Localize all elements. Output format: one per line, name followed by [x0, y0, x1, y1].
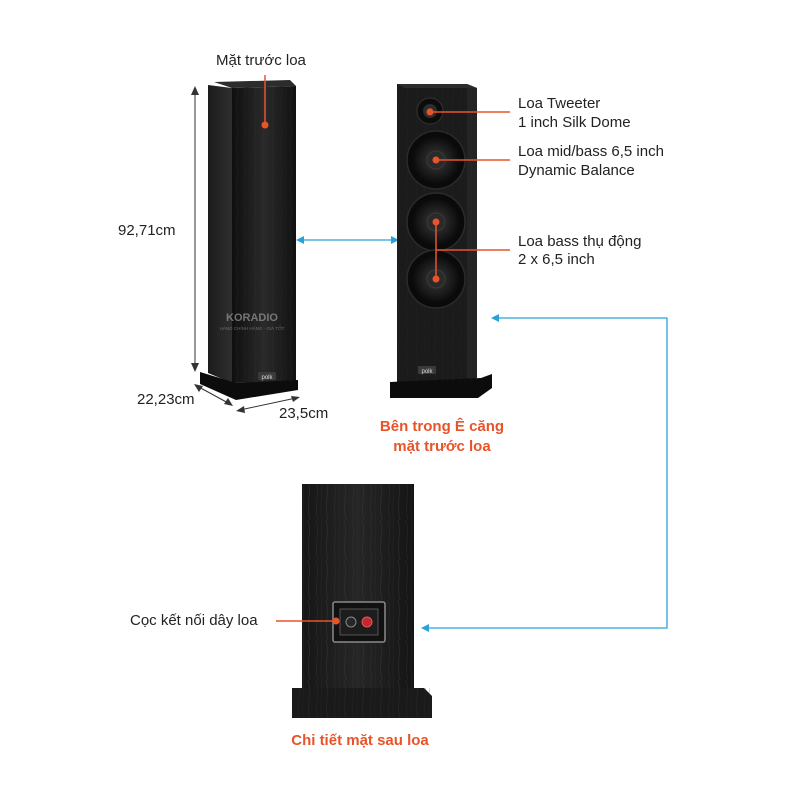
midbass-label-line2: Dynamic Balance: [518, 162, 635, 179]
brand-badge-box: [418, 366, 436, 374]
callout-tweeter: [426, 108, 510, 116]
inner-caption-line2: mặt trước loa: [393, 438, 491, 455]
dimension-height-arrow: [191, 86, 199, 372]
dimension-depth-arrow: [194, 384, 233, 406]
terminal-label: Cọc kết nối dây loa: [130, 612, 258, 629]
connector-front-to-inner: [296, 236, 399, 244]
grain-texture: [232, 88, 296, 382]
callout-passive: [432, 218, 510, 283]
depth-dimension-label: 22,23cm: [137, 391, 195, 408]
speaker-rear: [276, 484, 432, 718]
dimension-width-arrow: [236, 396, 300, 413]
tweeter-label-line1: Loa Tweeter: [518, 95, 601, 112]
front-cover-label: Mặt trước loa: [216, 52, 306, 69]
width-dimension-label: 23,5cm: [279, 405, 329, 422]
speaker-front-drivers: polk: [390, 84, 510, 398]
passive-label-line1: Loa bass thụ động: [518, 233, 642, 250]
passive-label-line2: 2 x 6,5 inch: [518, 251, 595, 268]
brand-badge: polk: [261, 375, 273, 381]
cabinet-side: [208, 85, 232, 383]
callout-midbass: [432, 156, 510, 164]
callout-terminal: [276, 617, 340, 625]
rear-caption: Chi tiết mặt sau loa: [291, 732, 429, 749]
connector-inner-to-rear: [421, 314, 668, 632]
brand-badge-box: [258, 372, 276, 380]
speaker-terminal: [332, 601, 386, 643]
cabinet-base: [200, 372, 298, 400]
height-dimension-label: 92,71cm: [118, 222, 176, 239]
grain-texture: [302, 484, 414, 692]
speaker-front-grille: polk KORADIO HÀNG CHÍNH HÃNG · GIÁ TỐT: [200, 75, 298, 400]
cabinet-top: [214, 80, 296, 88]
midbass-label-line1: Loa mid/bass 6,5 inch: [518, 143, 664, 160]
brand-badge: polk: [421, 369, 433, 375]
watermark-logo: KORADIO: [226, 312, 278, 324]
inner-caption-line1: Bên trong Ê căng: [379, 418, 505, 435]
inner-caption: Bên trong Ê căng mặt trước loa: [362, 417, 522, 457]
tweeter-label-line2: 1 inch Silk Dome: [518, 114, 631, 131]
watermark-sub: HÀNG CHÍNH HÃNG · GIÁ TỐT: [220, 325, 285, 331]
base-grain: [292, 688, 432, 718]
